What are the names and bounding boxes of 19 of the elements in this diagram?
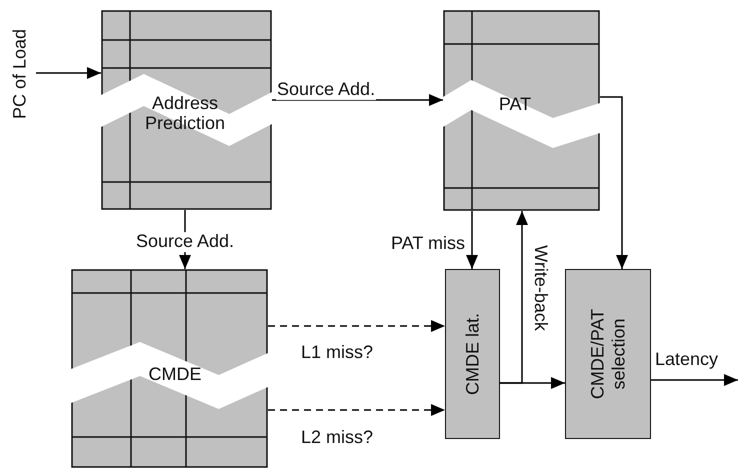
arrow	[466, 211, 478, 269]
box-label: CMDE/PAT selection	[587, 308, 629, 402]
edge-label: Source Add.	[276, 80, 376, 100]
arrow	[600, 96, 628, 269]
table-label: PAT	[498, 95, 532, 115]
process-box	[565, 269, 651, 439]
arrow	[651, 374, 738, 386]
edge-label: Latency	[654, 350, 720, 370]
process-box	[445, 269, 500, 439]
input-label: PC of Load	[4, 6, 36, 142]
box-label: CMDE lat.	[462, 312, 483, 398]
table-label: Address Prediction	[144, 94, 226, 134]
arrow	[500, 211, 528, 384]
arrow	[272, 94, 443, 106]
dashed-arrow	[268, 404, 445, 416]
dashed-arrow	[268, 320, 445, 332]
table-label: CMDE	[148, 365, 202, 385]
edge-label: Source Add.	[134, 232, 236, 252]
arrow	[36, 67, 101, 79]
